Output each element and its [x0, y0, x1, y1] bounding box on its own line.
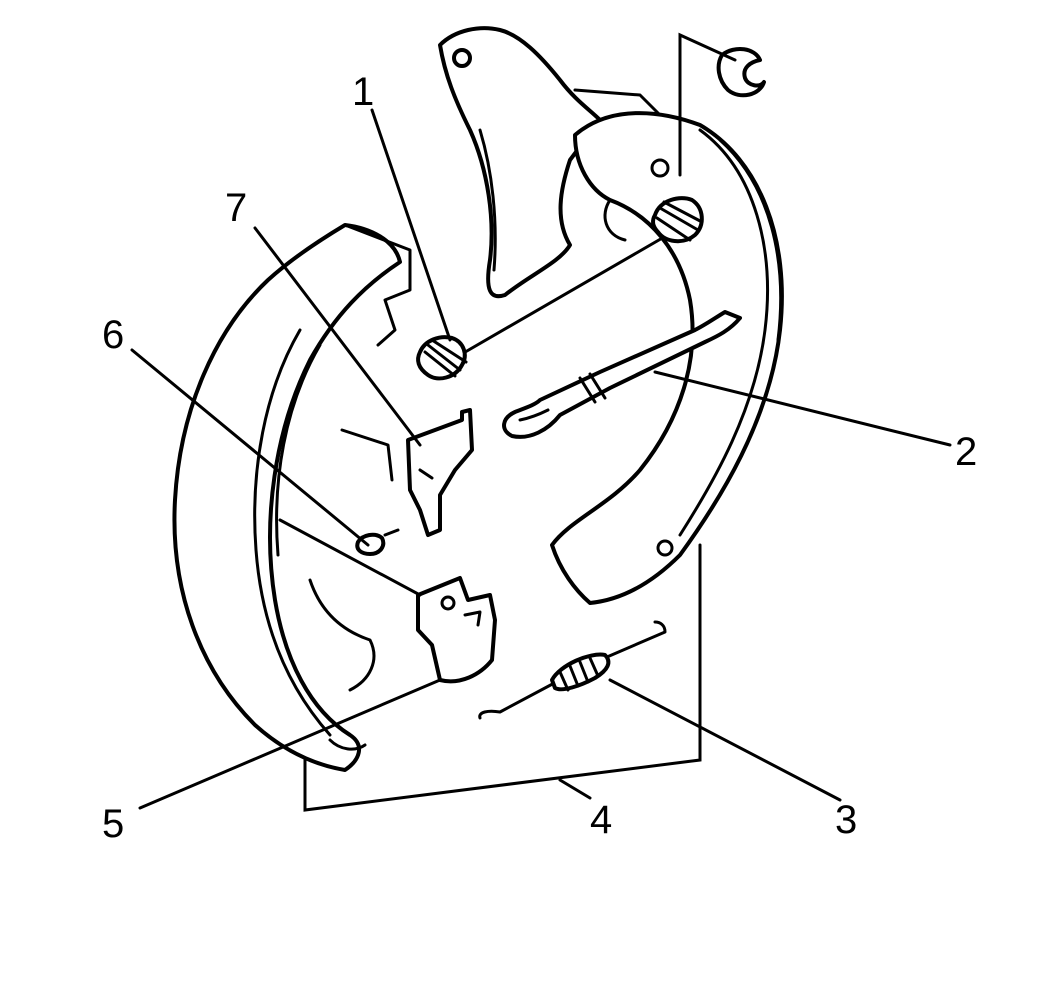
- callout-7: 7: [225, 186, 248, 230]
- leader-3: [608, 678, 842, 802]
- leader-5: [138, 678, 442, 810]
- callout-2: 2: [955, 430, 978, 474]
- leader-2: [653, 370, 952, 447]
- bracket-clip-line: [678, 32, 737, 177]
- leader-7: [253, 226, 422, 447]
- backing-plate-bracket: [438, 26, 602, 299]
- leader-6: [130, 348, 370, 547]
- return-spring: [478, 620, 667, 720]
- pivot-bracket: [416, 576, 497, 684]
- actuator-spring: [416, 196, 704, 381]
- callout-5: 5: [102, 802, 125, 846]
- bracket-4-line: [303, 543, 702, 812]
- callout-1: 1: [352, 70, 375, 114]
- callout-3: 3: [835, 798, 858, 842]
- leader-4: [558, 778, 592, 800]
- brake-shoe-front: [172, 223, 412, 772]
- leader-1: [370, 108, 452, 342]
- adjuster-lever: [340, 408, 474, 537]
- brake-shoe-rear: [550, 88, 784, 605]
- callout-6: 6: [102, 313, 125, 357]
- callout-4: 4: [590, 798, 613, 842]
- retaining-clip: [716, 47, 766, 98]
- leader-pivot: [278, 518, 422, 597]
- adjuster-screw-assembly: [502, 310, 742, 439]
